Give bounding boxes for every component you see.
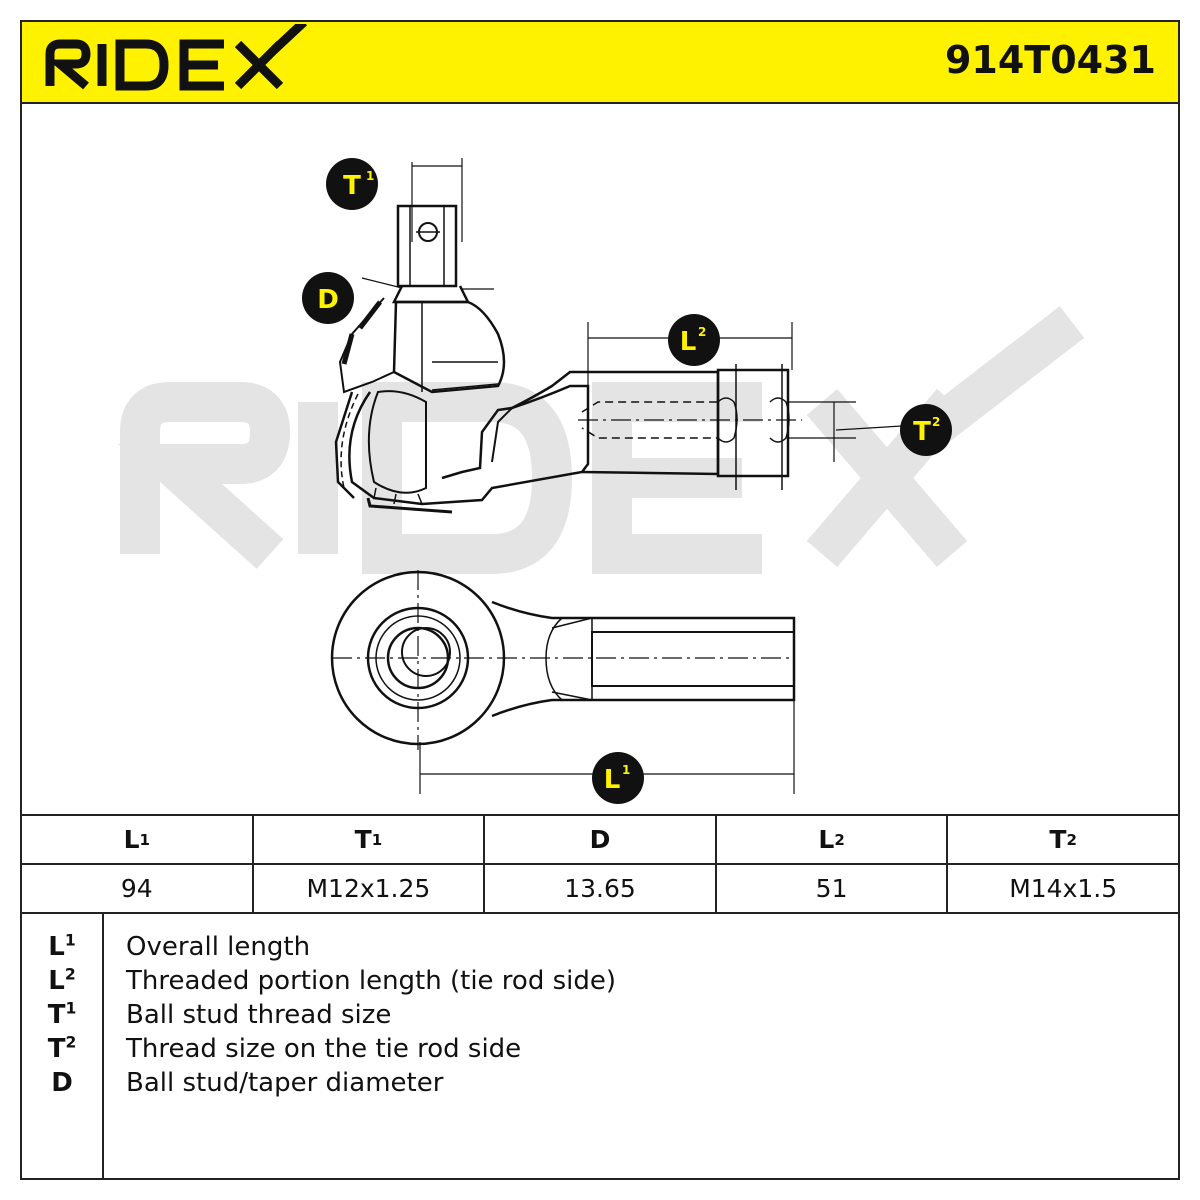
marker-d: D — [302, 272, 354, 324]
marker-t1-sup: 1 — [366, 169, 374, 183]
legend-key: L2 — [48, 965, 76, 996]
brand-logo — [42, 18, 322, 104]
marker-t1-letter: T — [343, 171, 361, 201]
legend-keys: L1 L2 T1 T2 D — [22, 930, 102, 1100]
marker-t1: T 1 — [326, 158, 378, 210]
legend-key: T2 — [47, 1033, 77, 1064]
marker-l1: L 1 — [592, 752, 644, 804]
marker-t2: T 2 — [900, 404, 952, 456]
part-number: 914T0431 — [944, 38, 1156, 82]
technical-drawing: T 1 D L 2 T 2 L 1 — [22, 102, 1178, 814]
legend-description: Ball stud/taper diameter — [126, 1068, 444, 1098]
header-bar: 914T0431 — [22, 18, 1178, 104]
spec-table-values: 94 M12x1.25 13.65 51 M14x1.5 — [22, 865, 1178, 914]
marker-l2-sup: 2 — [698, 325, 706, 339]
value-t2: M14x1.5 — [1009, 874, 1118, 903]
marker-l2-letter: L — [680, 327, 697, 357]
value-l2: 51 — [717, 865, 949, 912]
marker-t2-sup: 2 — [932, 415, 940, 429]
legend-description: Overall length — [126, 932, 311, 962]
top-view — [330, 570, 796, 794]
marker-d-letter: D — [317, 285, 339, 315]
side-view — [334, 158, 903, 514]
marker-l2: L 2 — [668, 314, 720, 366]
value-l1: 94 — [22, 865, 254, 912]
legend-divider — [102, 914, 104, 1180]
legend-description: Thread size on the tie rod side — [126, 1034, 522, 1064]
legend: L1 L2 T1 T2 D Overall length Threaded po… — [22, 914, 1178, 1180]
legend-key: L1 — [48, 931, 76, 962]
product-sheet: 914T0431 — [20, 18, 1180, 1180]
legend-description: Ball stud thread size — [126, 1000, 392, 1030]
value-t1: M12x1.25 — [254, 865, 486, 912]
legend-descriptions: Overall length Threaded portion length (… — [126, 930, 616, 1100]
legend-key: D — [51, 1068, 73, 1098]
legend-key: T1 — [47, 999, 77, 1030]
header-d: D — [485, 816, 717, 863]
marker-t2-letter: T — [913, 417, 931, 447]
marker-l1-letter: L — [604, 765, 621, 795]
legend-description: Threaded portion length (tie rod side) — [126, 966, 617, 996]
value-d: 13.65 — [485, 865, 717, 912]
marker-l1-sup: 1 — [622, 763, 630, 777]
